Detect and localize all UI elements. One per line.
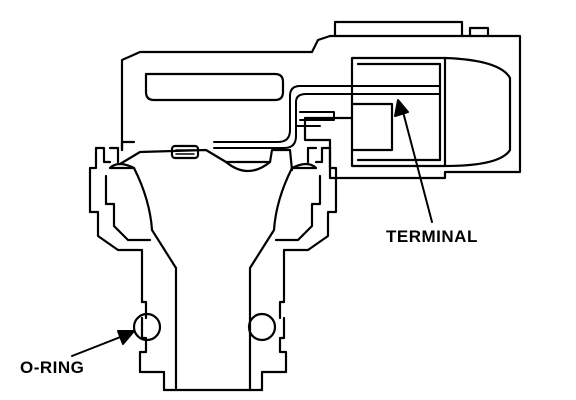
sensor-body bbox=[88, 146, 338, 392]
o-ring-pair bbox=[132, 312, 277, 342]
o-ring-left bbox=[132, 312, 162, 342]
terminal-leader-arrow bbox=[394, 99, 433, 223]
o-ring-right bbox=[247, 312, 277, 342]
terminal-label: TERMINAL bbox=[386, 227, 478, 246]
oring-leader-arrow bbox=[71, 330, 135, 357]
terminal-lead bbox=[213, 85, 441, 149]
o-ring-label: O-RING bbox=[20, 358, 85, 377]
sensor-element bbox=[118, 144, 294, 173]
connector-housing bbox=[120, 20, 522, 180]
